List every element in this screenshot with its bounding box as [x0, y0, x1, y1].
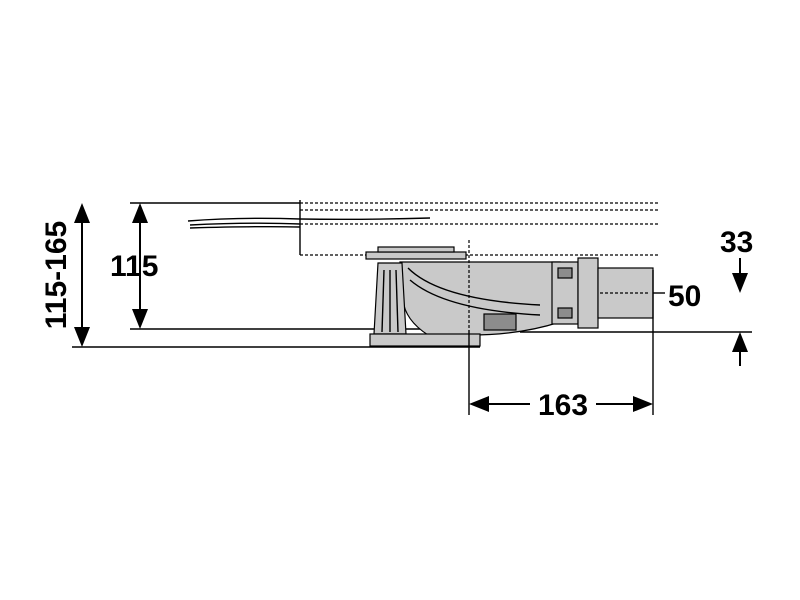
- dimension-163: 163: [469, 389, 653, 422]
- dimension-115-165: 115-165: [40, 203, 90, 347]
- floor-layers: [130, 200, 658, 256]
- dim-label-115-165: 115-165: [40, 221, 73, 329]
- dimension-115: 115: [110, 203, 158, 329]
- dim-label-33: 33: [720, 226, 753, 259]
- screed-hatch: [187, 217, 431, 229]
- dim-label-163: 163: [538, 389, 588, 422]
- dimension-33: 33: [720, 226, 753, 366]
- dim-label-50: 50: [668, 280, 701, 313]
- extension-lines: [468, 240, 665, 415]
- base-lines: [72, 328, 752, 348]
- dimension-50: 50: [668, 280, 701, 313]
- dim-label-115: 115: [110, 250, 158, 283]
- drain-body: [365, 246, 654, 347]
